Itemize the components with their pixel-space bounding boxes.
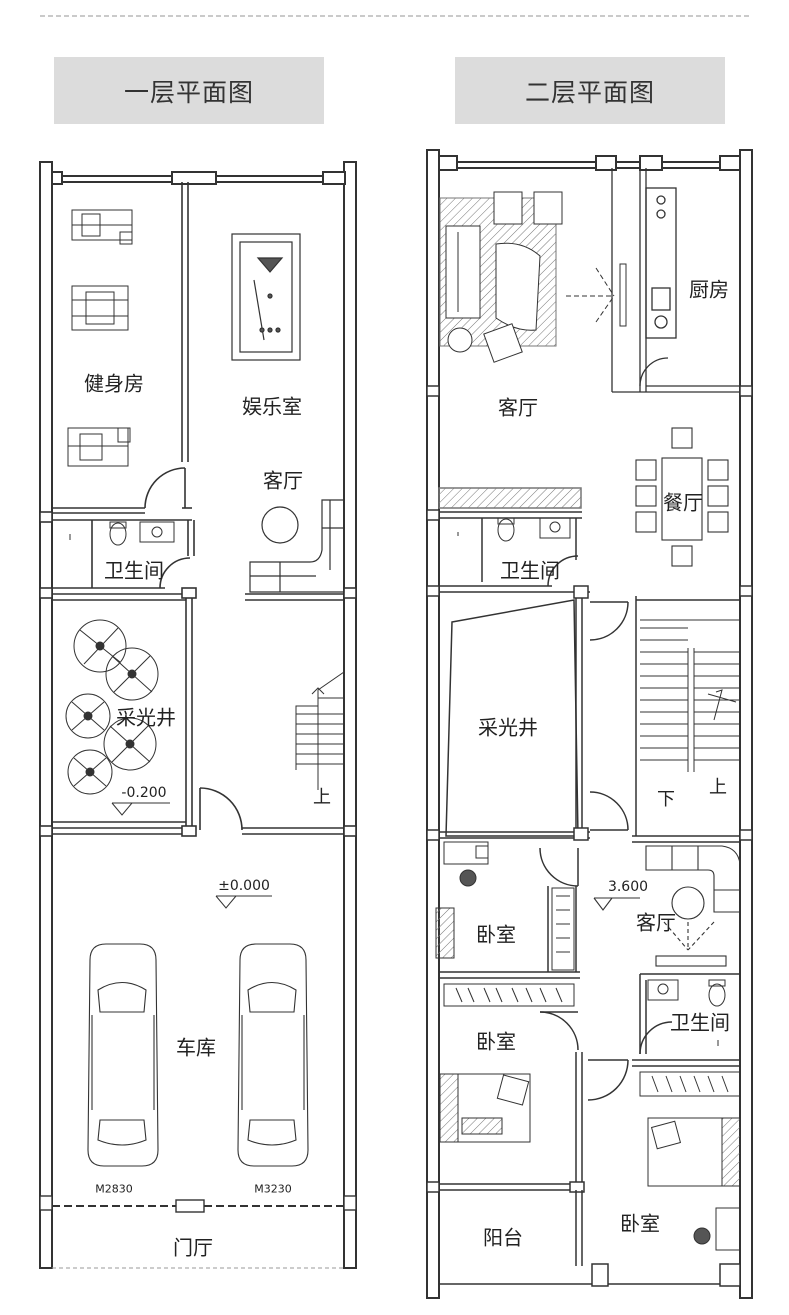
floor2-elevation: 3.600 <box>607 879 649 895</box>
floor1-outer-walls <box>39 161 357 1269</box>
floor2-bedroom2-label: 卧室 <box>476 1029 516 1054</box>
floor2-bedroom3-label: 卧室 <box>620 1211 660 1236</box>
floor2-balcony-label: 阳台 <box>483 1225 523 1250</box>
floor1-lightwell-label: 采光井 <box>116 705 176 730</box>
floor1-bathroom-label: 卫生间 <box>104 558 164 583</box>
floor2-living-furniture <box>439 191 627 363</box>
floor2-kitchen-label: 厨房 <box>689 277 729 302</box>
floor1-lightwell-elevation: -0.200 <box>121 785 167 801</box>
floor2-bedroom1-label: 卧室 <box>476 922 516 947</box>
floor1-interior-walls <box>39 182 357 837</box>
floor1-bathroom-fixtures <box>69 521 175 546</box>
floor1-foyer-label: 门厅 <box>173 1235 213 1260</box>
floor2-bathroom-fixtures <box>457 517 726 1046</box>
floor2-kitchen <box>611 168 740 393</box>
floor1-plan <box>39 161 357 1269</box>
floor2-bedroom1-furniture <box>435 841 575 1007</box>
floor1-stair-up-label: 上 <box>313 787 331 808</box>
floor1-door-code-left: M2830 <box>95 1182 133 1196</box>
floor1-billiard-table <box>231 233 301 361</box>
floor1-title: 一层平面图 <box>54 57 324 124</box>
floor2-title: 二层平面图 <box>455 57 725 124</box>
floor1-living-furniture <box>249 499 345 593</box>
floor2-interior-walls <box>426 385 753 1287</box>
floor1-garage-cars <box>87 943 309 1167</box>
floor2-bedroom2-bed <box>439 1073 531 1143</box>
floor2-living-label: 客厅 <box>498 395 538 420</box>
floor1-door-code-right: M3230 <box>254 1182 292 1196</box>
floor2-small-living-furniture <box>593 845 741 967</box>
floor2-dining-label: 餐厅 <box>663 490 703 515</box>
floor2-plan <box>426 149 753 1299</box>
floor1-entertainment-label: 娱乐室 <box>242 394 302 419</box>
floor1-garage-elevation: ±0.000 <box>218 878 270 894</box>
floor1-garage-door <box>39 1195 357 1269</box>
floor2-lightwell-label: 采光井 <box>478 715 538 740</box>
floor2-stair-up-label: 上 <box>709 777 727 798</box>
floor1-stairs <box>295 671 345 790</box>
floor2-stairs <box>640 619 740 772</box>
floor2-dining-table <box>635 427 729 567</box>
floor1-gym-equipment <box>67 209 133 467</box>
floor1-lightwell-trees <box>65 619 159 795</box>
floor2-living-small-label: 客厅 <box>636 910 676 935</box>
floor2-stair-down-label: 下 <box>657 789 675 810</box>
floor1-elevation-markers <box>111 802 272 909</box>
floor1-gym-label: 健身房 <box>84 371 144 396</box>
floor1-garage-label: 车库 <box>176 1035 216 1060</box>
floor2-bedroom3-furniture <box>639 1071 741 1251</box>
floor1-living-label: 客厅 <box>263 468 303 493</box>
floor2-bathroom2-label: 卫生间 <box>670 1010 730 1035</box>
floor2-bathroom1-label: 卫生间 <box>500 558 560 583</box>
